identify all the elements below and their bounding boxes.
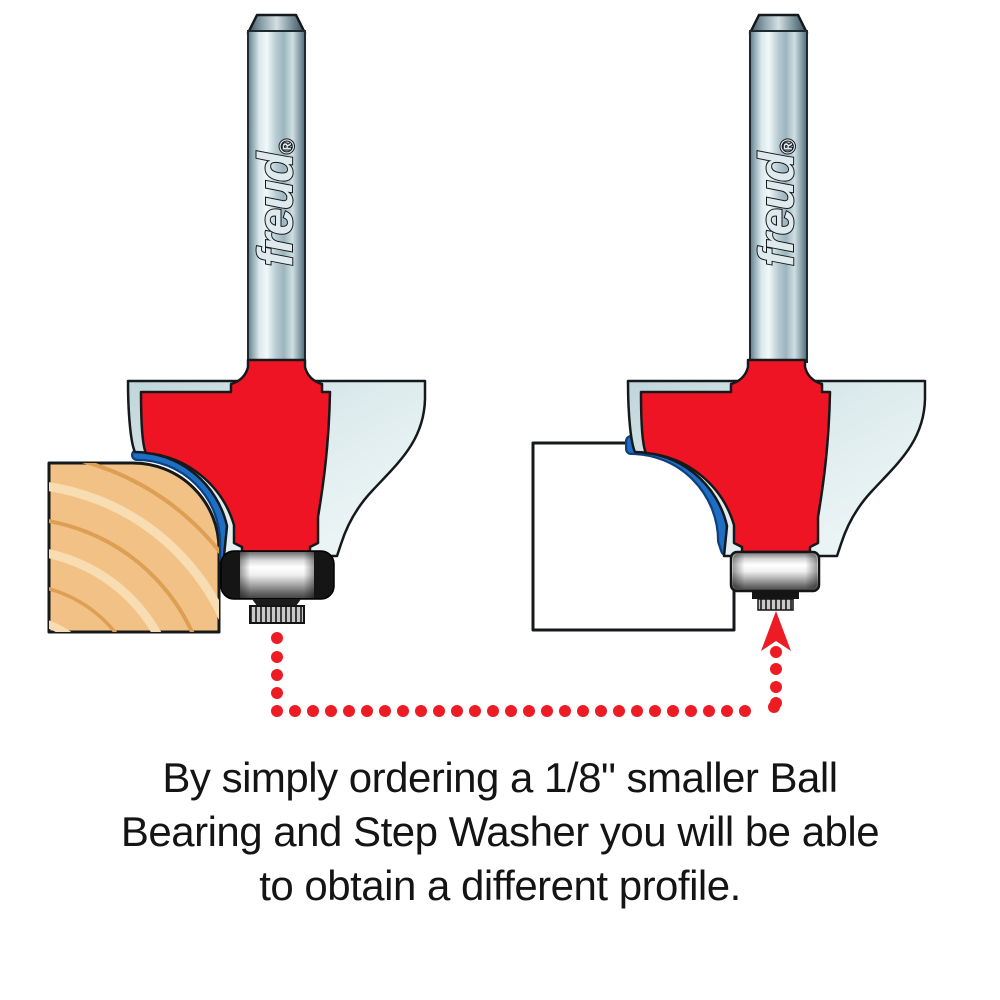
caption-line: By simply ordering a 1/8" smaller Ball bbox=[162, 754, 838, 801]
path-dot bbox=[271, 651, 283, 663]
path-dot bbox=[613, 705, 625, 717]
path-dot bbox=[577, 705, 589, 717]
path-dot bbox=[271, 687, 283, 699]
path-dot bbox=[770, 663, 782, 675]
registered-mark: ® bbox=[277, 139, 299, 154]
path-dot bbox=[739, 705, 751, 717]
cut-profile-line bbox=[131, 449, 231, 564]
path-dot bbox=[721, 705, 733, 717]
path-dot bbox=[271, 705, 283, 717]
path-dot bbox=[289, 705, 301, 717]
path-dot bbox=[631, 705, 643, 717]
path-dot bbox=[667, 705, 679, 717]
path-dot bbox=[469, 705, 481, 717]
freud-logo-text: freud® bbox=[750, 139, 804, 267]
retaining-nut bbox=[249, 605, 305, 624]
path-dot bbox=[397, 705, 409, 717]
step-washer bbox=[252, 599, 301, 606]
path-dot bbox=[505, 705, 517, 717]
path-dot bbox=[649, 705, 661, 717]
red-cutter-body bbox=[639, 358, 832, 554]
path-dot bbox=[361, 705, 373, 717]
path-dot bbox=[451, 705, 463, 717]
retaining-nut bbox=[757, 598, 794, 611]
path-dot bbox=[379, 705, 391, 717]
path-dot bbox=[595, 705, 607, 717]
red-cutter-body bbox=[139, 358, 332, 554]
path-dot bbox=[343, 705, 355, 717]
path-dot bbox=[559, 705, 571, 717]
left-router-bit: freud® bbox=[47, 13, 427, 634]
path-dot bbox=[271, 632, 283, 644]
registered-mark: ® bbox=[778, 139, 800, 154]
caption-line: to obtain a different profile. bbox=[259, 862, 741, 909]
path-dot bbox=[487, 705, 499, 717]
path-dot bbox=[770, 697, 782, 709]
path-dot bbox=[685, 705, 697, 717]
path-dot bbox=[770, 681, 782, 693]
ball-bearing bbox=[220, 550, 335, 624]
shank bbox=[247, 30, 306, 363]
wood-block bbox=[47, 461, 221, 634]
smaller-ball-bearing bbox=[729, 550, 821, 611]
path-dot bbox=[307, 705, 319, 717]
path-dot bbox=[703, 705, 715, 717]
caption: By simply ordering a 1/8" smaller Ball B… bbox=[0, 751, 1000, 913]
freud-logo-text: freud® bbox=[249, 139, 303, 267]
path-dot bbox=[770, 646, 782, 658]
right-router-bit: freud® bbox=[531, 13, 927, 632]
path-dot bbox=[541, 705, 553, 717]
caption-line: Bearing and Step Washer you will be able bbox=[120, 808, 880, 855]
shank bbox=[749, 30, 808, 363]
path-dot bbox=[415, 705, 427, 717]
bearing-shading bbox=[240, 552, 314, 598]
path-dot bbox=[523, 705, 535, 717]
step-washer bbox=[752, 591, 799, 599]
dotted-arrow-path bbox=[271, 611, 791, 717]
path-dot bbox=[271, 669, 283, 681]
path-dot bbox=[325, 705, 337, 717]
arrowhead-icon bbox=[761, 611, 791, 651]
bearing-shading bbox=[733, 554, 817, 589]
path-dot bbox=[433, 705, 445, 717]
